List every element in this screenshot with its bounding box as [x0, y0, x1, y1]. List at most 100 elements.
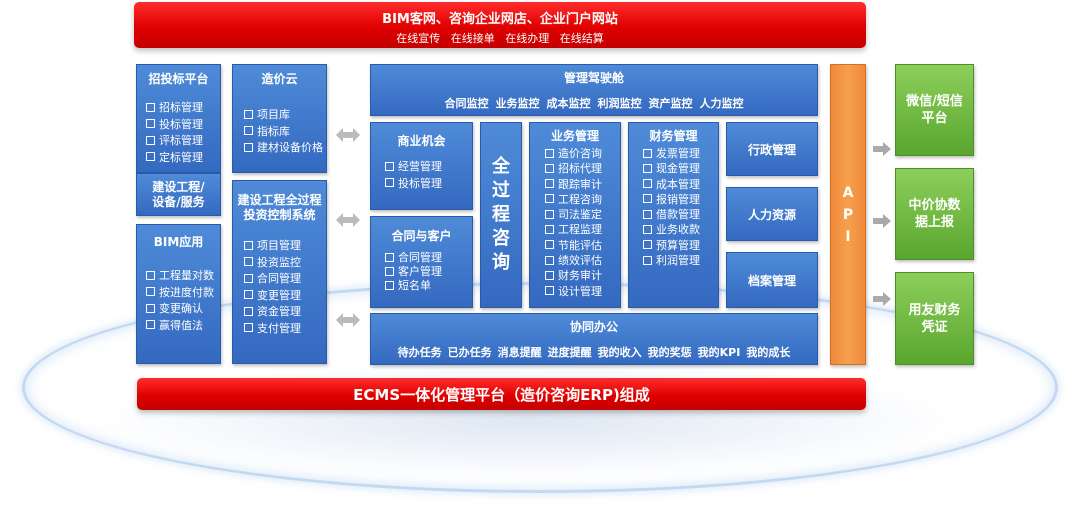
checkbox-icon	[244, 257, 253, 266]
cockpit-item: 人力监控	[699, 97, 744, 110]
business-opportunity-list: 经营管理 投标管理	[371, 159, 472, 192]
checkbox-icon	[545, 270, 554, 280]
checkbox-icon	[244, 273, 253, 283]
collab-item: 待办任务	[397, 346, 442, 359]
wechat-sms-line2: 平台	[921, 111, 948, 126]
checkbox-icon	[643, 194, 652, 204]
construction-title-line2: 设备/服务	[152, 194, 205, 209]
collab-item: 进度提醒	[547, 346, 592, 359]
list-item: 绩效评估	[545, 253, 620, 268]
business-opportunity-title: 商业机会	[397, 134, 446, 148]
business-mgmt-list: 造价咨询 招标代理 跟踪审计 工程咨询 司法鉴定 工程监理 节能评估 绩效评估 …	[530, 146, 620, 299]
full-process-char: 询	[492, 252, 510, 273]
invest-control-title-line2: 投资控制系统	[243, 208, 316, 222]
checkbox-icon	[545, 163, 554, 173]
full-process-char: 全	[492, 156, 510, 177]
list-item: 客户管理	[385, 265, 472, 279]
checkbox-icon	[385, 252, 394, 262]
checkbox-icon	[385, 280, 394, 290]
bidding-platform-title: 招投标平台	[148, 72, 209, 86]
bim-application-list: 工程量对数 按进度付款 变更确认 赢得值法	[137, 268, 220, 334]
api-box: A P I	[830, 64, 866, 365]
list-item: 财务审计	[545, 268, 620, 283]
checkbox-icon	[643, 209, 652, 219]
business-opportunity-box: 商业机会 经营管理 投标管理	[370, 122, 473, 210]
full-process-char: 咨	[492, 228, 510, 249]
cockpit-item: 合同监控	[444, 97, 489, 110]
full-process-char: 过	[492, 180, 510, 201]
cockpit-item: 利润监控	[597, 97, 642, 110]
full-process-box: 全 过 程 咨 询	[480, 122, 522, 308]
api-char: P	[842, 206, 854, 223]
double-arrow-icon	[336, 213, 360, 227]
checkbox-icon	[244, 323, 253, 332]
cockpit-item: 业务监控	[495, 97, 540, 110]
bim-application-box: BIM应用 工程量对数 按进度付款 变更确认 赢得值法	[136, 224, 221, 364]
collab-item: 我的收入	[597, 346, 642, 359]
finance-mgmt-box: 财务管理 发票管理 现金管理 成本管理 报销管理 借款管理 业务收款 预算管理 …	[628, 122, 719, 308]
list-item: 变更管理	[244, 288, 326, 305]
zhongjia-line2: 据上报	[914, 215, 954, 230]
list-item: 报销管理	[643, 192, 718, 207]
list-item: 资金管理	[244, 304, 326, 321]
zhongjia-line1: 中价协数	[908, 198, 961, 213]
collab-items: 待办任务 已办任务 消息提醒 进度提醒 我的收入 我的奖惩 我的KPI 我的成长	[371, 344, 817, 360]
top-banner-item: 在线办理	[505, 32, 550, 45]
full-process-char: 程	[492, 204, 510, 225]
finance-mgmt-list: 发票管理 现金管理 成本管理 报销管理 借款管理 业务收款 预算管理 利润管理	[629, 146, 718, 268]
invest-control-list: 项目管理 投资监控 合同管理 变更管理 资金管理 支付管理	[233, 238, 326, 337]
checkbox-icon	[545, 179, 554, 189]
list-item: 招标管理	[146, 100, 220, 117]
checkbox-icon	[146, 102, 155, 112]
arrow-right-icon	[873, 292, 891, 306]
business-mgmt-title: 业务管理	[550, 129, 599, 143]
top-banner-item: 在线宣传	[396, 32, 441, 45]
checkbox-icon	[385, 266, 394, 276]
list-item: 现金管理	[643, 161, 718, 176]
cost-cloud-box: 造价云 项目库 指标库 建材设备价格	[232, 64, 327, 173]
checkbox-icon	[643, 224, 652, 234]
list-item: 发票管理	[643, 146, 718, 161]
list-item: 节能评估	[545, 238, 620, 253]
cockpit-box: 管理驾驶舱 合同监控 业务监控 成本监控 利润监控 资产监控 人力监控	[370, 64, 818, 116]
list-item: 投标管理	[146, 117, 220, 134]
checkbox-icon	[146, 303, 155, 313]
yonyou-box: 用友财务 凭证	[895, 272, 974, 365]
checkbox-icon	[244, 240, 253, 250]
cockpit-items: 合同监控 业务监控 成本监控 利润监控 资产监控 人力监控	[371, 95, 817, 111]
bim-application-title: BIM应用	[153, 235, 204, 249]
hr-box: 人力资源	[726, 187, 818, 241]
invest-control-title-line1: 建设工程全过程	[237, 193, 322, 207]
collab-box: 协同办公 待办任务 已办任务 消息提醒 进度提醒 我的收入 我的奖惩 我的KPI…	[370, 313, 818, 365]
top-banner-item: 在线结算	[559, 32, 604, 45]
list-item: 工程监理	[545, 222, 620, 237]
zhongjia-box: 中价协数 据上报	[895, 168, 974, 260]
admin-label: 行政管理	[747, 142, 796, 157]
arrow-right-icon	[873, 214, 891, 228]
checkbox-icon	[385, 161, 394, 171]
bottom-banner: ECMS一体化管理平台（造价咨询ERP)组成	[137, 378, 866, 410]
hr-label: 人力资源	[747, 207, 796, 222]
api-char: I	[845, 228, 851, 245]
checkbox-icon	[146, 320, 155, 329]
list-item: 项目库	[244, 107, 326, 124]
list-item: 工程咨询	[545, 192, 620, 207]
list-item: 定标管理	[146, 150, 220, 167]
yonyou-line1: 用友财务	[908, 302, 961, 318]
checkbox-icon	[244, 306, 253, 316]
contract-client-box: 合同与客户 合同管理 客户管理 短名单	[370, 216, 473, 308]
checkbox-icon	[146, 135, 155, 145]
bottom-banner-title: ECMS一体化管理平台（造价咨询ERP)组成	[353, 385, 650, 404]
list-item: 利润管理	[643, 253, 718, 268]
contract-client-title: 合同与客户	[391, 229, 452, 243]
collab-item: 消息提醒	[497, 346, 542, 359]
list-item: 造价咨询	[545, 146, 620, 161]
collab-item: 我的成长	[746, 346, 791, 359]
top-banner-item: 在线接单	[450, 32, 495, 45]
collab-item: 我的奖惩	[647, 346, 692, 359]
checkbox-icon	[146, 152, 155, 161]
cockpit-title: 管理驾驶舱	[563, 71, 624, 85]
wechat-sms-box: 微信/短信 平台	[895, 64, 974, 156]
list-item: 业务收款	[643, 222, 718, 237]
checkbox-icon	[244, 290, 253, 299]
